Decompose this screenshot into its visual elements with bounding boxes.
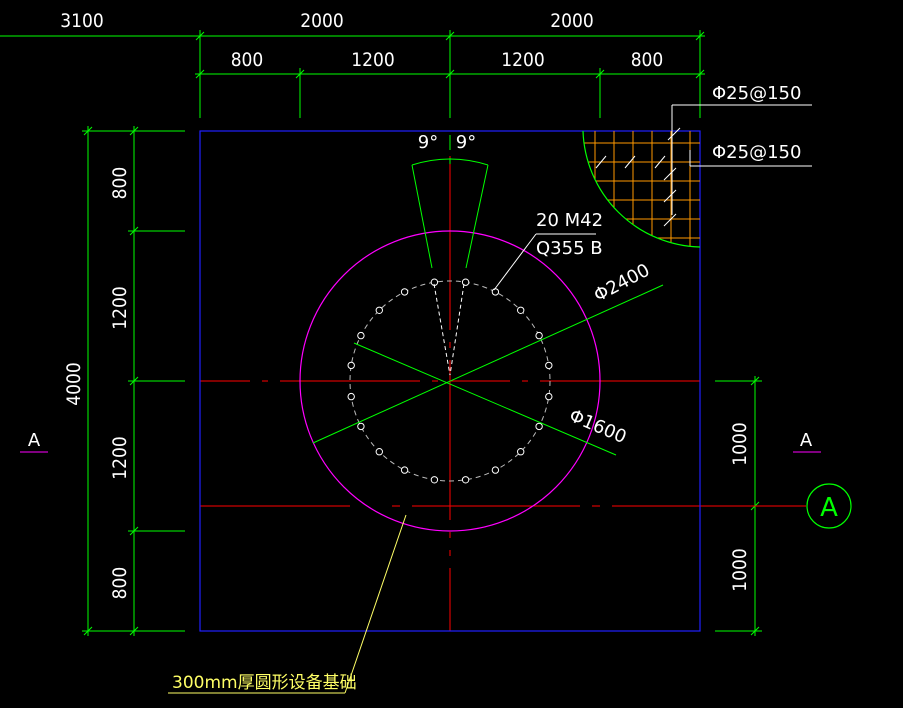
bolt-spec-line2: Q355 B — [536, 238, 603, 259]
section-mark-right: A — [800, 430, 813, 451]
top-dimensions — [0, 30, 705, 118]
angle-left-label: 9° — [418, 132, 438, 153]
outer-diameter-label: Φ2400 — [590, 260, 653, 307]
bolt-hole — [535, 331, 543, 340]
bolt-hole — [517, 448, 525, 456]
bolt-hole — [491, 466, 500, 474]
bolt-holes — [347, 278, 553, 484]
bolt-hole — [400, 466, 409, 474]
centerlines — [200, 156, 806, 631]
dim-top-1200-right: 1200 — [501, 49, 545, 71]
bolt-hole — [375, 306, 383, 314]
bolt-hole — [347, 361, 355, 370]
rebar-label-top: Φ25@150 — [712, 83, 801, 104]
dim-left-800-top: 800 — [109, 167, 131, 200]
bolt-hole — [461, 476, 470, 484]
bolt-hole — [545, 361, 553, 370]
bolt-spec-leader — [493, 233, 596, 291]
foundation-outline — [199, 130, 701, 632]
outer-circle — [299, 230, 601, 532]
diameter-lines — [312, 284, 664, 456]
dim-top-2000-left: 2000 — [300, 10, 344, 32]
bolt-circle-diameter-label: Φ1600 — [566, 405, 629, 448]
bolt-hole — [535, 422, 543, 431]
angle-dash-lines — [433, 283, 465, 376]
bolt-hole — [491, 288, 500, 296]
dim-left-800-bottom: 800 — [109, 567, 131, 600]
dim-top-800-left: 800 — [231, 49, 264, 71]
angle-right-label: 9° — [456, 132, 476, 153]
dim-top-1200-left: 1200 — [351, 49, 395, 71]
axis-bubble-label: A — [820, 493, 838, 523]
left-dimensions — [82, 126, 185, 636]
bolt-hole — [357, 422, 365, 431]
bolt-hole — [545, 392, 553, 401]
bolt-circle — [349, 280, 551, 482]
bolt-hole — [357, 331, 365, 340]
rebar-label-bottom: Φ25@150 — [712, 142, 801, 163]
bolt-hole — [430, 476, 439, 484]
foundation-note: 300mm厚圆形设备基础 — [172, 673, 357, 693]
rebar-corner-detail — [582, 104, 812, 248]
bolt-hole — [347, 392, 355, 401]
dim-left-1200-top: 1200 — [109, 286, 131, 330]
dim-top-800-right: 800 — [631, 49, 664, 71]
bolt-hole — [517, 306, 525, 314]
dim-right-1000-top: 1000 — [729, 422, 751, 466]
section-mark-left: A — [28, 430, 41, 451]
bolt-hole — [461, 278, 470, 286]
foundation-note-leader — [168, 514, 407, 694]
dim-right-1000-bottom: 1000 — [729, 548, 751, 592]
angle-indicator — [411, 135, 489, 269]
bolt-spec-line1: 20 M42 — [536, 210, 603, 231]
axis-bubble — [806, 483, 852, 529]
dim-left-4000: 4000 — [63, 362, 85, 406]
dim-left-1200-bottom: 1200 — [109, 436, 131, 480]
bolt-hole — [400, 288, 409, 296]
dim-top-3100: 3100 — [60, 10, 104, 32]
dim-top-2000-right: 2000 — [550, 10, 594, 32]
bolt-hole — [375, 448, 383, 456]
